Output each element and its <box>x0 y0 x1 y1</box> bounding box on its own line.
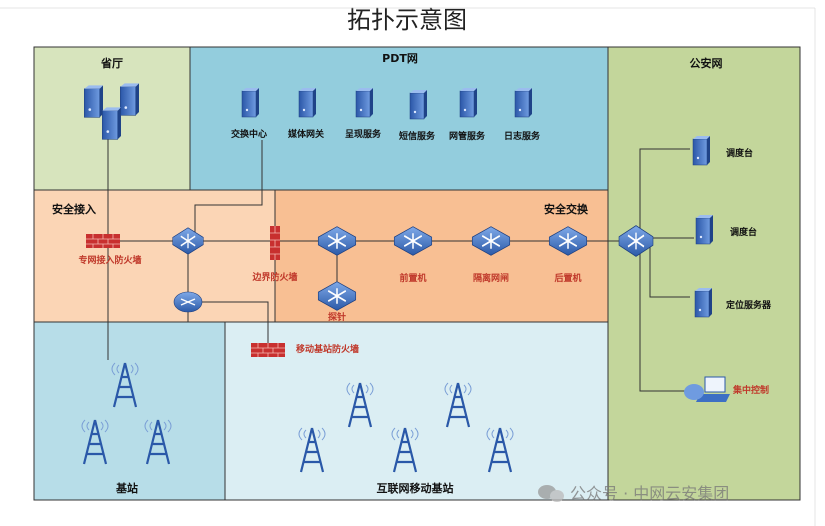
pdt-server-2[interactable]: 呈现服务 <box>345 87 382 140</box>
svg-text:交换中心: 交换中心 <box>231 128 267 140</box>
zone-label-pdt: PDT网 <box>382 52 418 65</box>
zone-access <box>33 189 276 323</box>
pdt-server-0[interactable]: 交换中心 <box>231 87 267 140</box>
link-locator <box>649 244 690 298</box>
svg-text:专网接入防火墙: 专网接入防火墙 <box>78 254 141 266</box>
link-control <box>639 241 688 392</box>
probe[interactable]: 探针 <box>317 280 357 323</box>
console-1[interactable]: 调度台 <box>692 135 753 166</box>
svg-text:调度台: 调度台 <box>730 226 757 238</box>
pdt-server-3[interactable]: 短信服务 <box>399 89 436 142</box>
svg-text:媒体网关: 媒体网关 <box>287 128 324 140</box>
svg-text:日志服务: 日志服务 <box>504 130 541 142</box>
zone-pdt <box>189 46 609 191</box>
access-firewall[interactable]: 专网接入防火墙 <box>78 233 142 266</box>
link-router-mobile-fw <box>200 301 269 345</box>
watermark: 公众号 · 中网云安集团 <box>538 484 729 503</box>
svg-text:调度台: 调度台 <box>726 147 753 159</box>
isolation-gap[interactable]: 隔离网闸 <box>471 225 511 284</box>
svg-text:公众号 · 中网云安集团: 公众号 · 中网云安集团 <box>570 484 729 503</box>
back-machine[interactable]: 后置机 <box>548 225 588 284</box>
pdt-server-4[interactable]: 网管服务 <box>449 87 486 142</box>
link-exchange-center <box>194 140 263 233</box>
svg-text:探针: 探针 <box>328 311 346 323</box>
zone-label-police: 公安网 <box>690 56 723 70</box>
svg-text:隔离网闸: 隔离网闸 <box>473 272 509 284</box>
svg-text:前置机: 前置机 <box>399 272 426 284</box>
svg-text:后置机: 后置机 <box>554 272 581 284</box>
diagram-title: 拓扑示意图 <box>347 6 467 34</box>
laptop-icon <box>684 376 730 402</box>
zone-police <box>607 46 801 501</box>
svg-text:短信服务: 短信服务 <box>399 130 436 142</box>
svg-text:网管服务: 网管服务 <box>449 130 486 142</box>
router-icon[interactable] <box>173 291 203 313</box>
front-machine[interactable]: 前置机 <box>393 225 433 284</box>
central-control[interactable]: 集中控制 <box>684 376 769 402</box>
svg-text:边界防火墙: 边界防火墙 <box>251 271 297 283</box>
svg-text:移动基站防火墙: 移动基站防火墙 <box>296 343 359 355</box>
locator-server[interactable]: 定位服务器 <box>694 287 772 318</box>
zone-base <box>33 321 226 501</box>
zone-label-base: 基站 <box>115 481 138 495</box>
pdt-server-1[interactable]: 媒体网关 <box>287 87 324 140</box>
mobile-firewall[interactable]: 移动基站防火墙 <box>250 342 359 358</box>
svg-text:呈现服务: 呈现服务 <box>345 128 382 140</box>
console-2[interactable]: 调度台 <box>695 214 757 245</box>
zone-label-province: 省厅 <box>100 56 123 70</box>
border-firewall[interactable]: 边界防火墙 <box>251 225 298 283</box>
link-console1 <box>639 148 690 241</box>
zone-label-mobile: 互联网移动基站 <box>377 481 454 495</box>
svg-text:定位服务器: 定位服务器 <box>725 299 772 311</box>
zone-label-exchange: 安全交换 <box>544 202 589 216</box>
svg-text:集中控制: 集中控制 <box>732 384 769 396</box>
zone-label-access: 安全接入 <box>52 202 96 216</box>
pdt-server-5[interactable]: 日志服务 <box>504 87 541 142</box>
